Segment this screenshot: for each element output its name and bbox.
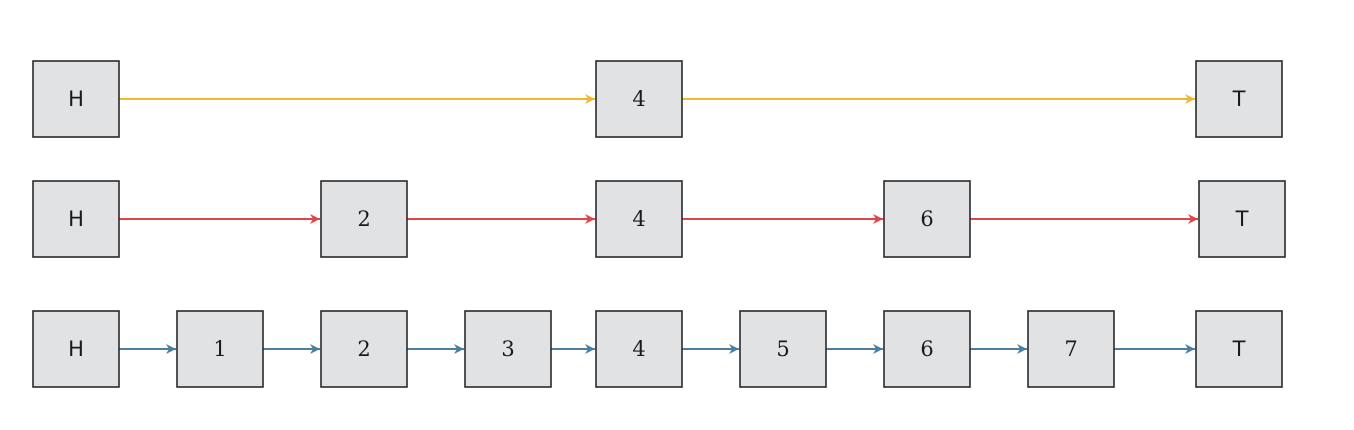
node-key: 6 — [883, 180, 971, 258]
node-label: H — [68, 337, 84, 361]
node-label: T — [1232, 337, 1246, 361]
node-key: 2 — [320, 310, 408, 388]
node-label: 1 — [213, 337, 226, 361]
node-label: 4 — [632, 87, 645, 111]
node-box — [176, 310, 264, 388]
level-row-2: H 2 4 6 T — [32, 180, 1286, 258]
node-key: 4 — [595, 60, 683, 138]
node-label: 2 — [357, 337, 370, 361]
node-box — [883, 180, 971, 258]
node-key: 5 — [739, 310, 827, 388]
node-label: T — [1232, 87, 1246, 111]
node-box — [883, 310, 971, 388]
node-box — [595, 310, 683, 388]
level-row-1: H 4 T — [32, 60, 1283, 138]
node-box — [595, 60, 683, 138]
node-key: 6 — [883, 310, 971, 388]
node-label: 2 — [357, 207, 370, 231]
node-box — [32, 60, 120, 138]
node-key: 7 — [1027, 310, 1115, 388]
node-box — [1195, 60, 1283, 138]
node-key: 2 — [320, 180, 408, 258]
node-label: T — [1235, 207, 1249, 231]
node-box — [320, 180, 408, 258]
node-head: H — [32, 310, 120, 388]
node-label: H — [68, 207, 84, 231]
node-box — [32, 310, 120, 388]
node-label: 3 — [501, 337, 514, 361]
node-box — [32, 180, 120, 258]
node-box — [739, 310, 827, 388]
node-key: 4 — [595, 310, 683, 388]
node-box — [464, 310, 552, 388]
node-label: 4 — [632, 337, 645, 361]
node-label: 7 — [1064, 337, 1077, 361]
level-row-3: H 1 2 3 4 5 6 7 T — [32, 310, 1283, 388]
node-label: 6 — [920, 337, 933, 361]
node-tail: T — [1195, 310, 1283, 388]
node-tail: T — [1198, 180, 1286, 258]
node-box — [595, 180, 683, 258]
node-key: 1 — [176, 310, 264, 388]
node-box — [1198, 180, 1286, 258]
node-key: 3 — [464, 310, 552, 388]
node-tail: T — [1195, 60, 1283, 138]
node-key: 4 — [595, 180, 683, 258]
node-label: 4 — [632, 207, 645, 231]
node-head: H — [32, 180, 120, 258]
node-box — [1027, 310, 1115, 388]
node-box — [1195, 310, 1283, 388]
node-box — [320, 310, 408, 388]
node-label: 6 — [920, 207, 933, 231]
node-label: 5 — [776, 337, 789, 361]
node-head: H — [32, 60, 120, 138]
node-label: H — [68, 87, 84, 111]
